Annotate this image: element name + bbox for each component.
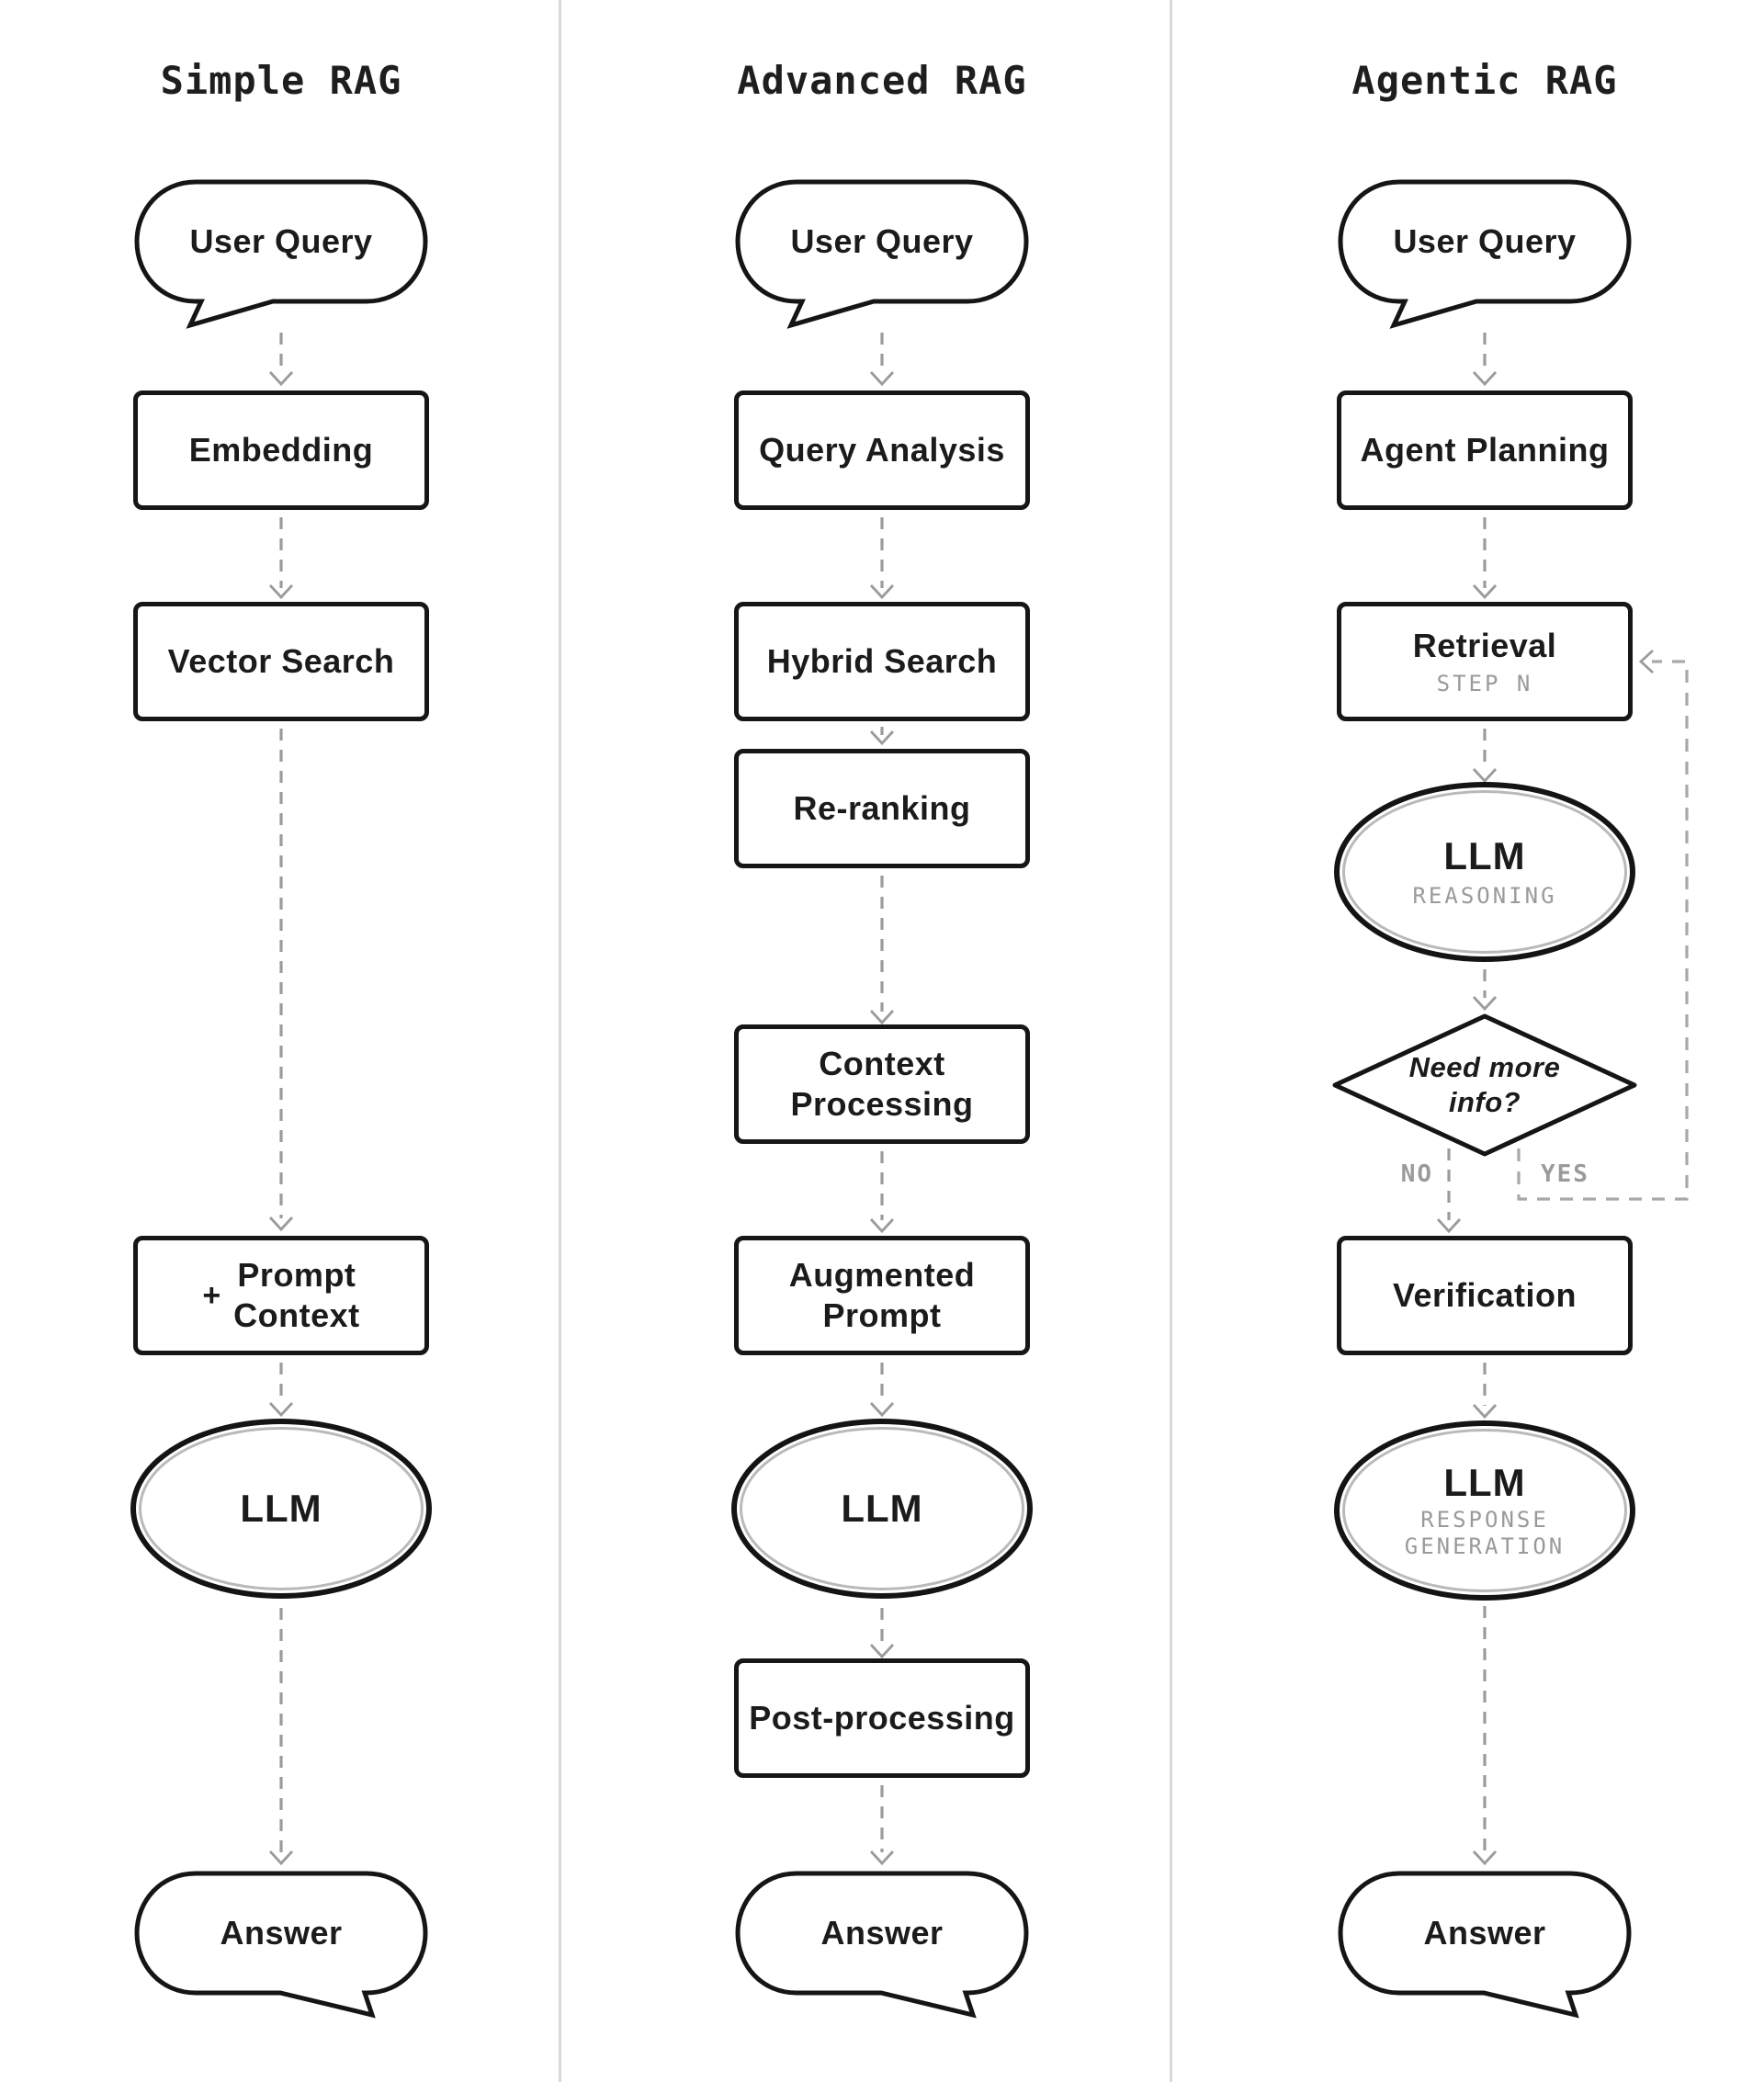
diamond-shape bbox=[1332, 1013, 1637, 1157]
node-agent-planning: Agent Planning bbox=[1337, 390, 1633, 510]
node-answer-agentic: Answer bbox=[1337, 1870, 1633, 2028]
node-label: Re-ranking bbox=[793, 789, 971, 827]
speech-bubble-shape bbox=[735, 1871, 1029, 2019]
arrowhead bbox=[869, 1402, 895, 1418]
arrowhead bbox=[1436, 1218, 1462, 1234]
column-title-agentic-rag: Agentic RAG bbox=[1351, 58, 1618, 103]
column-title-simple-rag: Simple RAG bbox=[160, 58, 402, 103]
node-label: Prompt Context bbox=[233, 1256, 360, 1334]
node-reranking: Re-ranking bbox=[734, 749, 1030, 868]
node-post-processing: Post-processing bbox=[734, 1658, 1030, 1778]
node-label: Augmented Prompt bbox=[788, 1256, 976, 1334]
node-decision-need-more-info: Need more info? bbox=[1331, 1013, 1638, 1158]
node-context-processing: Context Processing bbox=[734, 1024, 1030, 1144]
node-augmented-prompt: Augmented Prompt bbox=[734, 1236, 1030, 1355]
node-label: Answer bbox=[220, 1914, 343, 1952]
node-label: User Query bbox=[790, 222, 974, 260]
node-retrieval: Retrieval STEP N bbox=[1337, 602, 1633, 721]
arrowhead bbox=[268, 584, 294, 600]
arrowhead bbox=[268, 1850, 294, 1866]
node-label: Query Analysis bbox=[759, 431, 1005, 469]
arrowhead bbox=[268, 1402, 294, 1418]
node-user-query-simple: User Query bbox=[133, 178, 429, 336]
arrowhead bbox=[1472, 1850, 1498, 1866]
node-answer-simple: Answer bbox=[133, 1870, 429, 2028]
column-divider-1 bbox=[559, 0, 561, 2082]
speech-bubble-shape bbox=[735, 179, 1029, 329]
node-label: Agent Planning bbox=[1360, 431, 1610, 469]
node-label: LLM bbox=[1443, 1461, 1526, 1504]
speech-bubble-shape bbox=[1338, 179, 1632, 329]
node-hybrid-search: Hybrid Search bbox=[734, 602, 1030, 721]
node-query-analysis: Query Analysis bbox=[734, 390, 1030, 510]
column-divider-2 bbox=[1170, 0, 1172, 2082]
branch-label-yes: YES bbox=[1541, 1160, 1589, 1188]
node-label: LLM bbox=[240, 1487, 322, 1530]
speech-bubble-shape bbox=[1338, 1871, 1632, 2019]
node-label: Need more info? bbox=[1408, 1051, 1561, 1118]
arrowhead bbox=[1472, 584, 1498, 600]
node-caption-response-generation: RESPONSE GENERATION bbox=[1404, 1507, 1566, 1559]
speech-bubble-shape bbox=[134, 1871, 428, 2019]
arrowhead bbox=[869, 1850, 895, 1866]
node-label: Answer bbox=[820, 1914, 944, 1952]
feedback-arrowhead bbox=[1638, 649, 1654, 674]
speech-bubble-shape bbox=[134, 179, 428, 329]
column-title-advanced-rag: Advanced RAG bbox=[737, 58, 1027, 103]
arrowhead bbox=[869, 1218, 895, 1234]
node-label: Retrieval bbox=[1412, 626, 1557, 664]
arrowhead bbox=[1472, 371, 1498, 387]
node-label: Answer bbox=[1423, 1914, 1546, 1952]
node-label: LLM bbox=[1443, 833, 1526, 877]
node-llm-advanced: LLM bbox=[731, 1419, 1033, 1599]
arrowhead bbox=[1472, 768, 1498, 784]
node-label: Hybrid Search bbox=[766, 642, 998, 680]
node-llm-reasoning: LLM REASONING bbox=[1334, 782, 1635, 962]
node-user-query-advanced: User Query bbox=[734, 178, 1030, 336]
node-caption-step-n: STEP N bbox=[1436, 670, 1533, 696]
node-label: User Query bbox=[1393, 222, 1577, 260]
node-embedding: Embedding bbox=[133, 390, 429, 510]
node-caption-reasoning: REASONING bbox=[1412, 882, 1557, 909]
plus-sign: + bbox=[202, 1278, 221, 1313]
branch-label-no: NO bbox=[1400, 1160, 1433, 1188]
arrowhead bbox=[268, 371, 294, 387]
node-llm-simple: LLM bbox=[130, 1419, 432, 1599]
arrowhead bbox=[869, 1644, 895, 1659]
arrowhead bbox=[1472, 1404, 1498, 1420]
node-label: Verification bbox=[1392, 1276, 1577, 1314]
node-vector-search: Vector Search bbox=[133, 602, 429, 721]
node-label: LLM bbox=[841, 1487, 923, 1530]
node-prompt-context: + Prompt Context bbox=[133, 1236, 429, 1355]
arrowhead bbox=[1472, 996, 1498, 1012]
node-label: User Query bbox=[189, 222, 373, 260]
arrowhead bbox=[268, 1216, 294, 1232]
arrowhead bbox=[869, 730, 895, 746]
node-label: Vector Search bbox=[167, 642, 395, 680]
arrowhead bbox=[869, 584, 895, 600]
node-label: Context Processing bbox=[790, 1045, 974, 1123]
node-label: Embedding bbox=[188, 431, 374, 469]
arrowhead bbox=[869, 371, 895, 387]
feedback-loop-line bbox=[1517, 660, 1689, 1201]
node-verification: Verification bbox=[1337, 1236, 1633, 1355]
node-answer-advanced: Answer bbox=[734, 1870, 1030, 2028]
node-user-query-agentic: User Query bbox=[1337, 178, 1633, 336]
node-label: Post-processing bbox=[749, 1699, 1015, 1737]
arrowhead bbox=[869, 1010, 895, 1025]
node-llm-response-generation: LLM RESPONSE GENERATION bbox=[1334, 1420, 1635, 1601]
